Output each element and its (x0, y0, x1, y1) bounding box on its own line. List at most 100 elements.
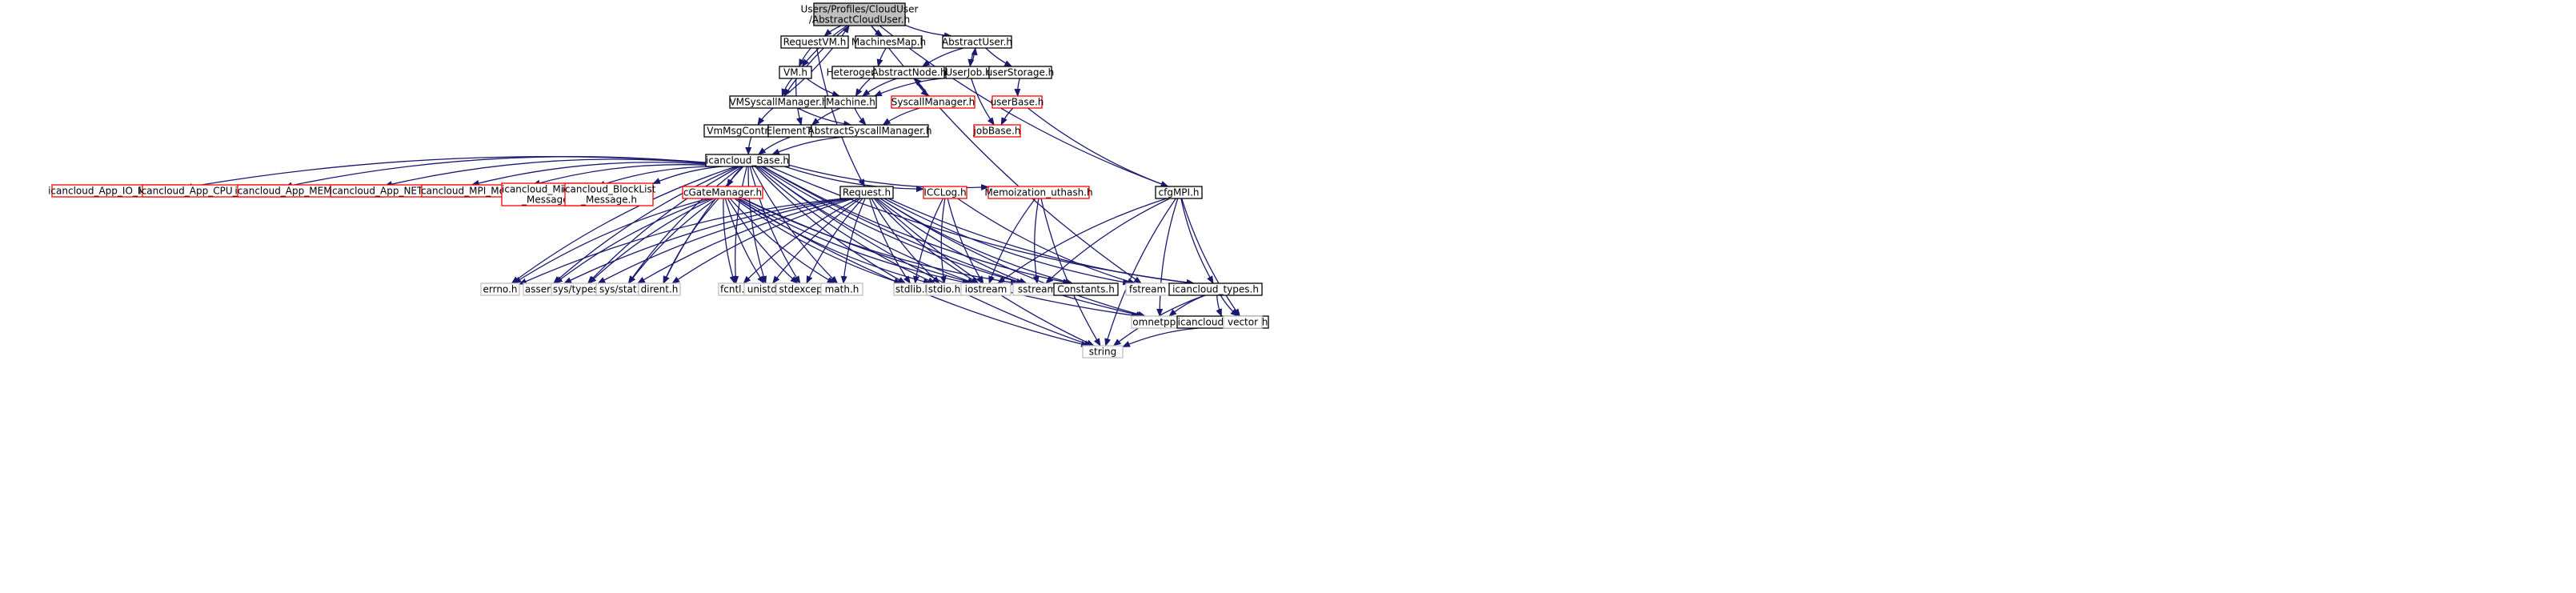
edge-root-to-abstractuser (904, 24, 952, 39)
edge-line (985, 47, 1013, 67)
edge-vm-to-machine (806, 78, 840, 97)
edge-requestvm-to-request (815, 47, 865, 187)
node-box (705, 154, 790, 167)
edge-line (823, 25, 842, 37)
node-fstream[interactable]: fstream (1125, 282, 1170, 296)
node-label: _Message.h (580, 194, 637, 206)
node-icancloudbase[interactable]: icancloud_Base.h (705, 154, 790, 167)
node-math[interactable]: math.h (820, 282, 863, 296)
edge-icanclouddebug-to-string (1122, 327, 1199, 347)
edge-line (627, 166, 743, 284)
edge-elementtype-to-icancloudbase (758, 136, 791, 155)
node-cgatemanager[interactable]: cGateManager.h (682, 186, 763, 199)
edge-line (873, 77, 947, 97)
node-constants[interactable]: Constants.h (1053, 282, 1119, 296)
edge-icancloudbase-to-assert (553, 166, 739, 284)
node-stdexcept[interactable]: stdexcept (775, 282, 830, 296)
node-label: stdlib.h (895, 284, 931, 295)
node-box (942, 35, 1012, 49)
edge-line (742, 198, 1140, 319)
node-abstractuser[interactable]: AbstractUser.h (942, 35, 1012, 49)
edge-line (997, 198, 1168, 284)
edge-icancloudbase-to-constants (763, 166, 1072, 286)
edge-vmsyscallmanager-to-root (783, 25, 850, 97)
node-userstorage[interactable]: userStorage.h (987, 66, 1055, 79)
edge-line (1000, 107, 1014, 126)
edge-icancloudbase-to-appnet (471, 162, 707, 186)
edge-icancloudbase-to-omnetpp (762, 166, 1144, 318)
edge-root-to-vmsyscallmanager (783, 25, 850, 97)
node-iostream[interactable]: iostream (960, 282, 1012, 296)
node-syscallmanager[interactable]: SyscallManager.h (891, 95, 976, 109)
node-abstractsyscallmanager[interactable]: AbstractSyscallManager.h (808, 124, 932, 138)
node-sstream[interactable]: sstream (1012, 282, 1062, 296)
node-label: errno.h (483, 284, 518, 295)
node-machinesmap[interactable]: MachinesMap.h (851, 35, 926, 49)
node-root[interactable]: Users/Profiles/CloudUser/AbstractCloudUs… (801, 2, 919, 26)
node-stdio[interactable]: stdio.h (926, 282, 963, 296)
edge-line (743, 198, 859, 284)
edge-request-to-sstream (876, 198, 1028, 284)
edge-line (757, 107, 774, 126)
edge-userjob-to-jobbase (971, 78, 995, 126)
edge-cgatemanager-to-errno (513, 198, 709, 284)
edge-cfgmpi-to-iostream (997, 198, 1168, 284)
node-machine[interactable]: Machine.h (824, 95, 877, 109)
node-blocklist[interactable]: icancloud_BlockList_Message.h (563, 182, 656, 206)
node-label: fstream (1129, 284, 1166, 295)
node-jobbase[interactable]: jobBase.h (973, 124, 1021, 138)
node-string[interactable]: string (1082, 345, 1124, 359)
node-icclog[interactable]: ICCLog.h (923, 186, 968, 199)
edge-line (471, 162, 707, 186)
node-label: sys/types.h (553, 284, 607, 295)
node-box (638, 282, 681, 296)
edge-cgatemanager-to-stdlib (734, 198, 903, 285)
edge-userbase-to-jobbase (1000, 107, 1014, 126)
node-label: Constants.h (1057, 284, 1115, 295)
node-dirent[interactable]: dirent.h (638, 282, 681, 296)
node-layer: Users/Profiles/CloudUser/AbstractCloudUs… (48, 2, 1269, 359)
node-label: sys/stat.h (599, 284, 646, 295)
node-icancloudtypes[interactable]: icancloud_types.h (1168, 282, 1263, 296)
edge-line (597, 166, 713, 187)
edge-machine-to-elementtype (811, 107, 841, 126)
node-request[interactable]: Request.h (839, 186, 894, 199)
edge-cgatemanager-to-stdexcept (727, 198, 799, 284)
edge-syscallmanager-to-abstractsyscallmanager (882, 107, 920, 126)
node-errno[interactable]: errno.h (480, 282, 520, 296)
edge-icancloudbase-to-icancloudtypes (769, 166, 1195, 286)
edge-line (1027, 107, 1169, 187)
edge-request-to-stdlib (868, 198, 911, 284)
edge-cgatemanager-to-assert (555, 198, 712, 284)
node-userjob[interactable]: UserJob.h (945, 66, 992, 79)
edge-root-to-cfgmpi (879, 25, 1169, 187)
edge-cfgmpi-to-omnetpp (1156, 198, 1179, 317)
node-abstractnode[interactable]: AbstractNode.h (871, 66, 947, 79)
node-label: icancloud_types.h (1172, 284, 1259, 295)
node-userbase[interactable]: userBase.h (991, 95, 1044, 109)
edge-layer (184, 24, 1240, 347)
node-vector[interactable]: vector (1223, 315, 1263, 329)
edge-line (758, 136, 791, 155)
node-vm[interactable]: VM.h (779, 66, 812, 79)
node-vmsyscallmanager[interactable]: VMSyscallManager.h (729, 95, 828, 109)
edge-line (1156, 198, 1179, 317)
edge-root-to-requestvm (823, 25, 842, 37)
edge-line (652, 166, 723, 185)
edge-line (1216, 294, 1223, 317)
node-sysstat[interactable]: sys/stat.h (595, 282, 650, 296)
edge-abstractnode-to-machine (861, 78, 898, 97)
edge-userjob-to-machine (873, 77, 947, 97)
edge-line (519, 198, 844, 285)
edge-line (871, 25, 1142, 284)
node-requestvm[interactable]: RequestVM.h (780, 35, 849, 49)
edge-line (587, 166, 740, 284)
node-label: UserJob.h (945, 67, 991, 78)
node-cfgmpi[interactable]: cfgMPI.h (1155, 186, 1203, 199)
node-label: AbstractNode.h (871, 67, 946, 78)
node-memoization[interactable]: Memoization_uthash.h (984, 186, 1093, 199)
edge-line (511, 166, 736, 284)
edge-line (628, 198, 717, 284)
node-stdlib[interactable]: stdlib.h (893, 282, 933, 296)
edge-cgatemanager-to-systypes (588, 198, 715, 284)
